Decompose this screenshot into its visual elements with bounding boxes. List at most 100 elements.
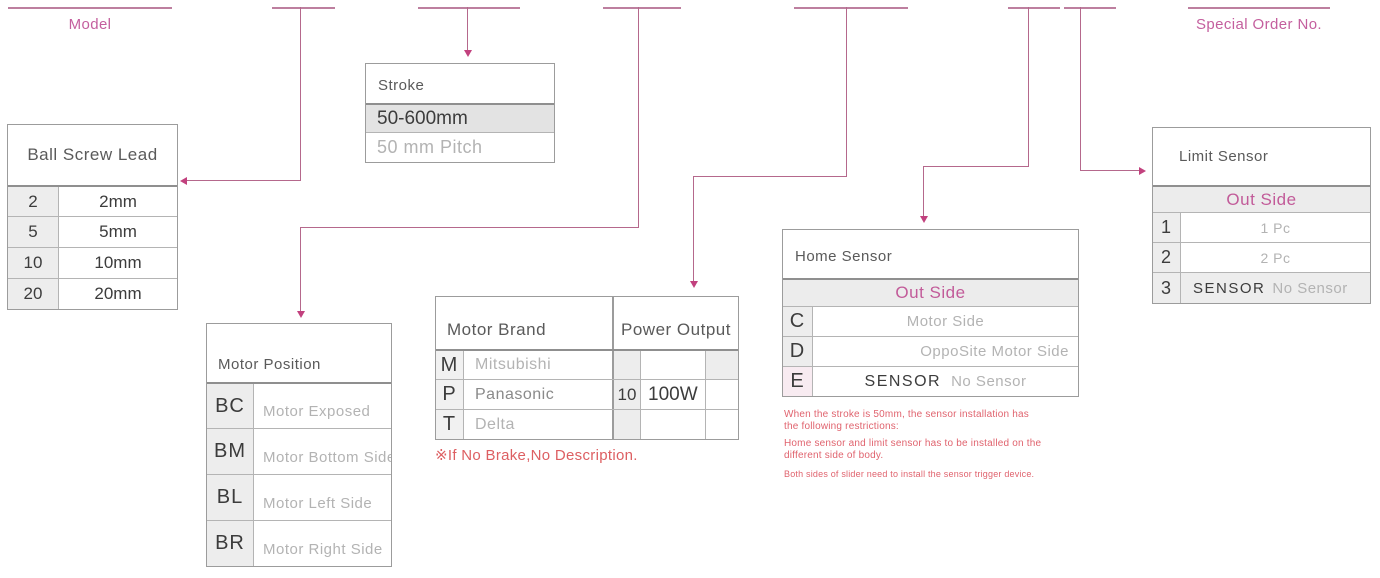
- power-cell-empty: [706, 380, 738, 409]
- table-row: E SENSOR No Sensor: [783, 366, 1078, 396]
- note-line: When the stroke is 50mm, the sensor inst…: [784, 409, 1029, 432]
- home-sensor-table: Home Sensor Out Side C Motor Side D Oppo…: [782, 229, 1079, 397]
- ball-screw-arrow-icon: [180, 177, 187, 185]
- table-row: D OppoSite Motor Side: [783, 336, 1078, 366]
- ball-screw-connector-vertical: [300, 7, 301, 180]
- sensor-restriction-notes: When the stroke is 50mm, the sensor inst…: [784, 409, 1046, 485]
- table-row: 2 2mm: [8, 185, 177, 216]
- power-cell-empty: [641, 351, 706, 379]
- motor-brand-connector-horizontal: [693, 176, 847, 177]
- note-line: Home sensor and limit sensor has to be i…: [784, 438, 1042, 461]
- limit-sensor-header: Limit Sensor: [1153, 128, 1370, 185]
- no-sensor-text: No Sensor: [951, 373, 1027, 390]
- motor-position-arrow-icon: [297, 311, 305, 318]
- special-order-underline: [1188, 7, 1330, 9]
- limit-sensor-table: Limit Sensor Out Side 1 1 Pc 2 2 Pc 3 SE…: [1152, 127, 1371, 304]
- motor-brand-connector-vertical1: [846, 7, 847, 177]
- limit-sensor-code: 2: [1153, 243, 1181, 272]
- stroke-range-row: 50-600mm: [366, 103, 554, 132]
- sensor-keyword: SENSOR: [864, 372, 942, 390]
- no-sensor-text: No Sensor: [1272, 279, 1348, 297]
- motor-brand-connector-vertical2: [693, 176, 694, 282]
- motor-position-table: Motor Position BC Motor Exposed BM Motor…: [206, 323, 392, 567]
- table-row: T Delta: [436, 409, 738, 439]
- table-row: P Panasonic 10 100W: [436, 379, 738, 409]
- home-sensor-connector-vertical2: [923, 166, 924, 217]
- home-sensor-code-underline: [1008, 7, 1060, 9]
- limit-sensor-code: 3: [1153, 273, 1181, 303]
- table-row: BM Motor Bottom Side: [207, 428, 391, 474]
- motor-brand-code: P: [436, 380, 464, 409]
- power-cell-empty: [706, 410, 738, 439]
- home-sensor-code: C: [783, 307, 813, 336]
- ball-screw-code: 5: [8, 217, 59, 247]
- limit-sensor-outside: Out Side: [1226, 189, 1297, 209]
- motor-position-value: Motor Bottom Side: [263, 449, 391, 466]
- table-row: 1 1 Pc: [1153, 212, 1370, 242]
- motor-position-code-underline: [603, 7, 681, 9]
- limit-sensor-value: 2 Pc: [1260, 249, 1291, 266]
- power-cell-empty: [614, 410, 641, 439]
- home-sensor-outside-row: Out Side: [783, 278, 1078, 306]
- home-sensor-value: OppoSite Motor Side: [920, 343, 1069, 360]
- home-sensor-value: Motor Side: [906, 313, 985, 330]
- motor-position-code: BL: [207, 475, 254, 520]
- motor-brand-value: Delta: [464, 410, 614, 439]
- motor-brand-code-underline: [794, 7, 908, 9]
- home-sensor-header: Home Sensor: [783, 230, 1078, 278]
- motor-position-code: BC: [207, 384, 254, 428]
- ball-screw-code-underline: [272, 7, 335, 9]
- table-row: BR Motor Right Side: [207, 520, 391, 566]
- limit-sensor-code: 1: [1153, 213, 1181, 242]
- ball-screw-value: 10mm: [94, 253, 142, 272]
- table-row: 5 5mm: [8, 216, 177, 247]
- sensor-keyword: SENSOR: [1193, 279, 1266, 297]
- limit-sensor-value: 1 Pc: [1260, 219, 1291, 236]
- home-sensor-connector-horizontal: [923, 166, 1029, 167]
- table-row: 3 SENSOR No Sensor: [1153, 272, 1370, 303]
- motor-position-connector-horizontal: [300, 227, 639, 228]
- ball-screw-connector-horizontal: [186, 180, 301, 181]
- power-cell-empty: [706, 351, 738, 379]
- limit-sensor-title: Limit Sensor: [1179, 148, 1269, 165]
- limit-sensor-arrow-icon: [1139, 167, 1146, 175]
- stroke-table: Stroke 50-600mm 50 mm Pitch: [365, 63, 555, 163]
- motor-brand-power-table: Motor Brand Power Output M Mitsubishi P …: [435, 296, 739, 440]
- table-row: BL Motor Left Side: [207, 474, 391, 520]
- table-row: C Motor Side: [783, 306, 1078, 336]
- ball-screw-code: 20: [8, 279, 59, 309]
- stroke-header: Stroke: [366, 64, 554, 103]
- special-order-label: Special Order No.: [1195, 16, 1323, 33]
- ball-screw-code: 2: [8, 187, 59, 216]
- limit-sensor-outside-row: Out Side: [1153, 185, 1370, 212]
- motor-brand-value: Panasonic: [464, 380, 614, 409]
- home-sensor-code: D: [783, 337, 813, 366]
- ball-screw-lead-title: Ball Screw Lead: [27, 145, 158, 164]
- table-row: 20 20mm: [8, 278, 177, 309]
- motor-position-header: Motor Position: [207, 324, 391, 382]
- motor-position-value: Motor Right Side: [263, 541, 383, 558]
- motor-position-connector-vertical1: [638, 7, 639, 228]
- stroke-arrow-icon: [464, 50, 472, 57]
- model-label: Model: [68, 16, 112, 33]
- ball-screw-lead-table: Ball Screw Lead 2 2mm 5 5mm 10 10mm 20 2…: [7, 124, 178, 310]
- motor-position-value: Motor Exposed: [263, 403, 371, 420]
- table-row: 10 10mm: [8, 247, 177, 278]
- stroke-pitch: 50 mm Pitch: [377, 137, 483, 157]
- ball-screw-code: 10: [8, 248, 59, 278]
- limit-sensor-connector-horizontal: [1080, 170, 1140, 171]
- limit-sensor-value: SENSOR No Sensor: [1181, 273, 1370, 303]
- power-output-value: 100W: [641, 380, 706, 409]
- ball-screw-lead-header: Ball Screw Lead: [8, 125, 177, 185]
- motor-position-value: Motor Left Side: [263, 495, 373, 512]
- power-output-code: 10: [614, 380, 641, 409]
- limit-sensor-connector-vertical: [1080, 7, 1081, 171]
- limit-sensor-code-underline: [1064, 7, 1116, 9]
- motor-brand-value: Mitsubishi: [464, 351, 614, 379]
- stroke-pitch-row: 50 mm Pitch: [366, 132, 554, 162]
- motor-position-code: BM: [207, 429, 254, 474]
- table-row: M Mitsubishi: [436, 349, 738, 379]
- motor-brand-arrow-icon: [690, 281, 698, 288]
- motor-brand-title: Motor Brand: [436, 297, 614, 349]
